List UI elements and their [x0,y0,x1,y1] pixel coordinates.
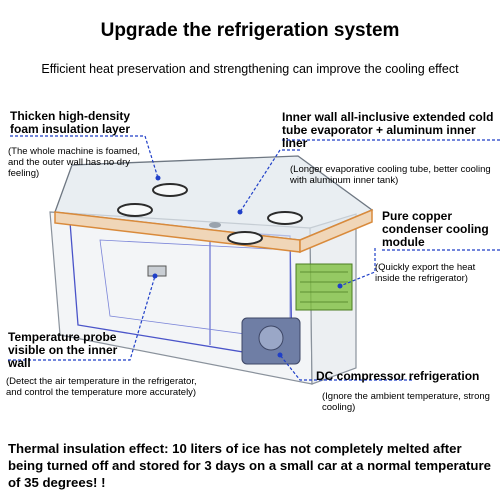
callout-evaporator-note: (Longer evaporative cooling tube, better… [290,164,491,186]
callout-line-condenser [339,248,376,287]
thermal-insulation-statement: Thermal insulation effect: 10 liters of … [8,441,491,490]
callout-dot [337,283,343,289]
page-subtitle: Efficient heat preservation and strength… [41,62,459,76]
lid-hole [117,203,153,217]
callout-probe-heading: Temperature probe visible on the inner w… [8,330,118,370]
callout-line-compressor [279,354,412,381]
page-title: Upgrade the refrigeration system [100,20,400,41]
callout-dot [237,209,243,215]
callout-condenser-note: (Quickly export the heat inside the refr… [375,262,476,284]
callout-insulation-heading: Thicken high-density foam insulation lay… [10,109,131,136]
callout-dot [152,273,158,279]
callout-line-insulation [10,135,159,179]
lid-hole [227,231,263,245]
callout-compressor-heading: DC compressor refrigeration [316,369,480,383]
compressor-dome [258,325,284,351]
callout-lines [8,135,500,381]
callout-condenser-heading: Pure copper condenser cooling module [382,209,489,249]
lid-hole [267,211,303,225]
callout-insulation-note: (The whole machine is foamed, and the ou… [8,146,141,179]
callout-dot [277,352,283,358]
callout-compressor-note: (Ignore the ambient temperature, strong … [322,391,490,413]
lid-hole [152,183,188,197]
lid-hole-small [209,222,221,228]
copper-condenser [295,263,353,311]
callout-line-probe [8,275,156,361]
callout-evaporator-heading: Inner wall all-inclusive extended cold t… [282,110,494,150]
callout-probe-note: (Detect the air temperature in the refri… [6,376,197,398]
callout-dot [155,175,161,181]
callout-line-evaporator [239,149,300,213]
lid-trim-side [299,208,373,254]
